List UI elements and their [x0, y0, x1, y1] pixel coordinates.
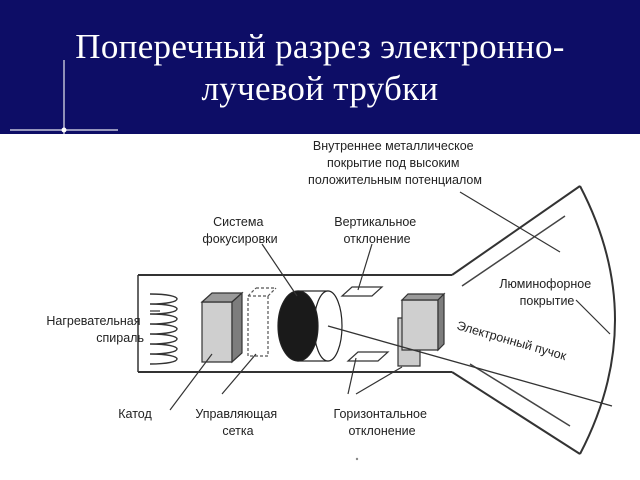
label-heater-coil: Нагревательная спираль [46, 314, 144, 345]
label-cathode: Катод [118, 407, 152, 421]
focusing-cylinder [277, 290, 343, 362]
vertical-deflection-plates [340, 286, 390, 362]
inner-coating-lines [461, 215, 571, 427]
label-vertical-deflection: Вертикальное отклонение [334, 215, 419, 246]
crt-diagram: Внутреннее металлическое покрытие под вы… [46, 139, 616, 461]
label-control-grid: Управляющая сетка [195, 407, 280, 438]
slide-title-line-2: лучевой трубки [201, 69, 439, 108]
horizontal-deflection-plates [397, 292, 446, 367]
dot-mark [355, 457, 359, 461]
leader-lines [150, 191, 611, 411]
label-phosphor-coating: Люминофорное покрытие [499, 277, 594, 308]
label-inner-coating: Внутреннее металлическое покрытие под вы… [308, 139, 482, 187]
cathode-block [200, 291, 244, 364]
label-focusing-system: Система фокусировки [202, 215, 277, 246]
label-electron-beam: Электронный пучок [455, 318, 568, 363]
label-horizontal-deflection: Горизонтальное отклонение [334, 407, 431, 438]
slide-title-line-1: Поперечный разрез электронно- [75, 27, 565, 66]
control-grid [247, 287, 277, 357]
slide-header: Поперечный разрез электронно- лучевой тр… [0, 0, 640, 134]
electron-beam-line [327, 325, 613, 407]
heater-coil [149, 293, 178, 365]
tube-outline [137, 185, 616, 455]
